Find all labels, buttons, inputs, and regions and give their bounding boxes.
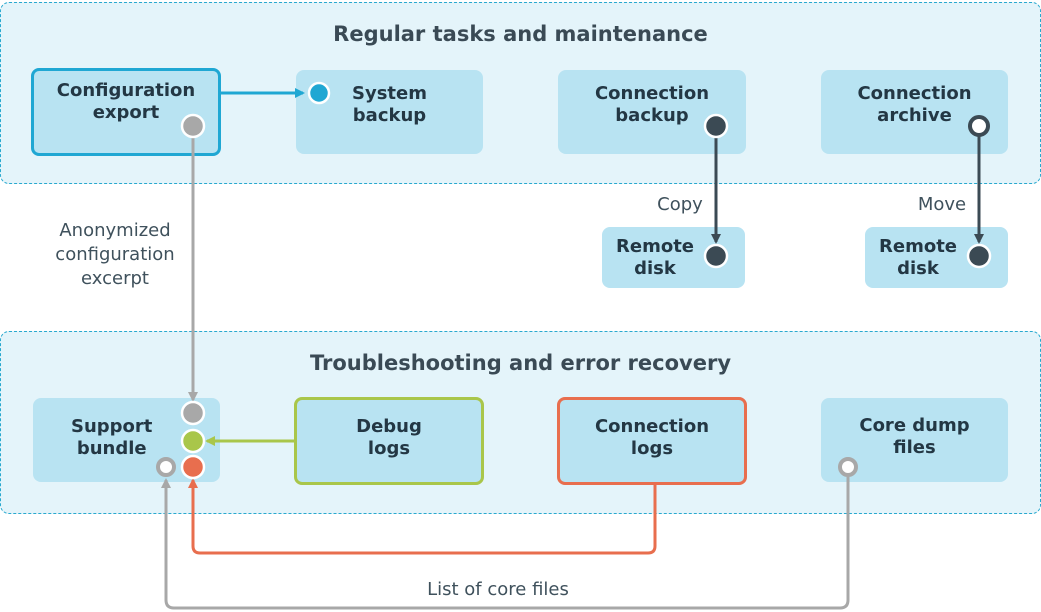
connection-logs-box: Connection logs (557, 397, 747, 485)
bundle-white-port (156, 457, 176, 477)
connection-backup-label: Connection backup (594, 83, 710, 126)
anonymized-excerpt-label: Anonymized configuration excerpt (55, 220, 175, 289)
connlogs-to-bundle-arrow (188, 478, 657, 555)
regular-tasks-title: Regular tasks and maintenance (333, 22, 708, 46)
remote-disk-move-box: Remote disk (865, 227, 1008, 288)
bundle-green-port (180, 428, 206, 454)
connection-backup-port (703, 113, 729, 139)
debug-logs-box: Debug logs (294, 397, 484, 485)
system-backup-port (307, 81, 331, 105)
core-dump-port (838, 457, 858, 477)
bundle-orange-port (180, 454, 206, 480)
troubleshooting-title: Troubleshooting and error recovery (309, 351, 732, 375)
bundle-gray-port (180, 400, 206, 426)
core-dump-files-label: Core dump files (859, 415, 970, 458)
support-bundle-label: Support bundle (71, 416, 153, 459)
connection-logs-label: Connection logs (594, 416, 710, 459)
configuration-export-label: Configuration export (56, 80, 196, 123)
coredump-to-bundle-arrow (161, 477, 850, 610)
system-backup-box: System backup (296, 70, 483, 154)
debug-logs-label: Debug logs (356, 416, 422, 459)
system-backup-label: System backup (352, 83, 427, 126)
remote-disk-copy-port (703, 243, 729, 269)
core-files-list-label: List of core files (427, 579, 569, 600)
connection-archive-label: Connection archive (857, 83, 972, 126)
remote-disk-copy-label: Remote disk (616, 235, 695, 279)
remote-disk-move-label: Remote disk (879, 235, 958, 279)
configuration-export-box: Configuration export (31, 68, 221, 156)
config-export-port (180, 113, 206, 139)
copy-label: Copy (657, 194, 703, 215)
connection-archive-box: Connection archive (821, 70, 1008, 154)
remote-disk-move-port (966, 243, 992, 269)
move-label: Move (917, 194, 967, 215)
connection-archive-port (968, 115, 990, 137)
